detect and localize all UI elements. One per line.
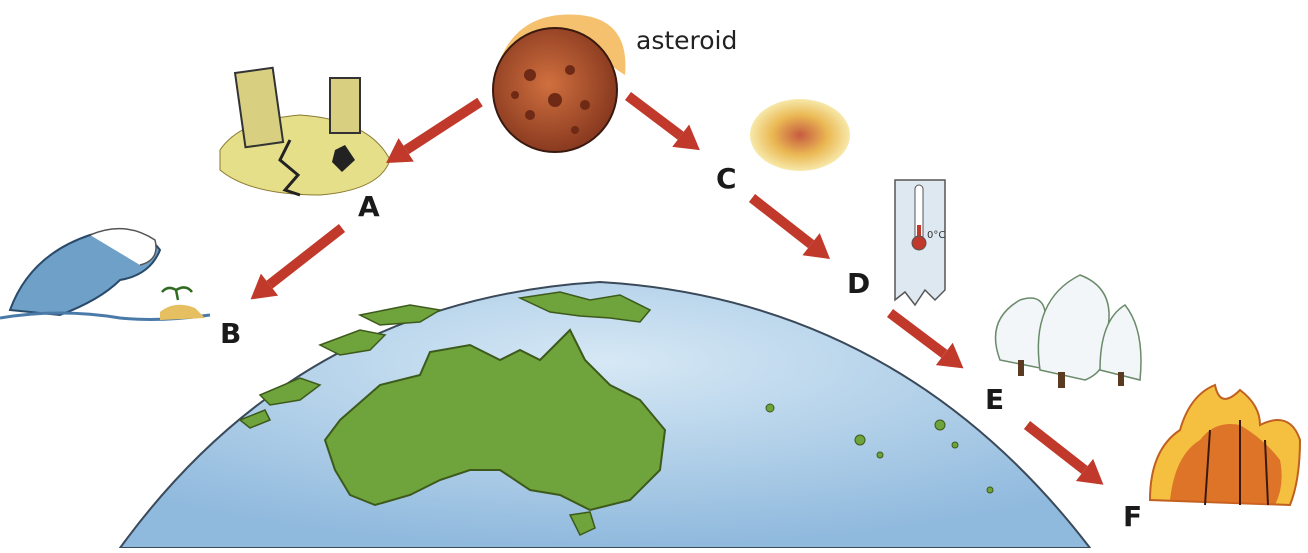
tsunami-illustration bbox=[0, 229, 210, 320]
dust-cloud-illustration bbox=[750, 99, 850, 171]
asteroid-illustration bbox=[493, 15, 625, 152]
arrow-a-to-b bbox=[242, 217, 351, 310]
stage-label-b: B bbox=[220, 320, 241, 348]
stage-label-c: C bbox=[716, 165, 737, 193]
snowy-trees-illustration bbox=[996, 275, 1142, 388]
stage-label-d: D bbox=[847, 270, 870, 298]
arrow-asteroid-to-c bbox=[620, 85, 709, 162]
thermometer-illustration: 0°C bbox=[895, 180, 945, 305]
earth bbox=[120, 282, 1090, 548]
stage-label-a: A bbox=[358, 193, 380, 221]
stage-label-e: E bbox=[985, 386, 1004, 414]
stage-label-f: F bbox=[1123, 503, 1142, 531]
earthquake-illustration bbox=[220, 68, 390, 195]
arrow-c-to-d bbox=[743, 187, 838, 270]
forest-fire-illustration bbox=[1150, 385, 1300, 505]
arrow-d-to-e bbox=[882, 302, 972, 380]
svg-text:0°C: 0°C bbox=[927, 230, 945, 241]
asteroid-label: asteroid bbox=[636, 28, 737, 53]
arrow-asteroid-to-a bbox=[378, 90, 487, 174]
